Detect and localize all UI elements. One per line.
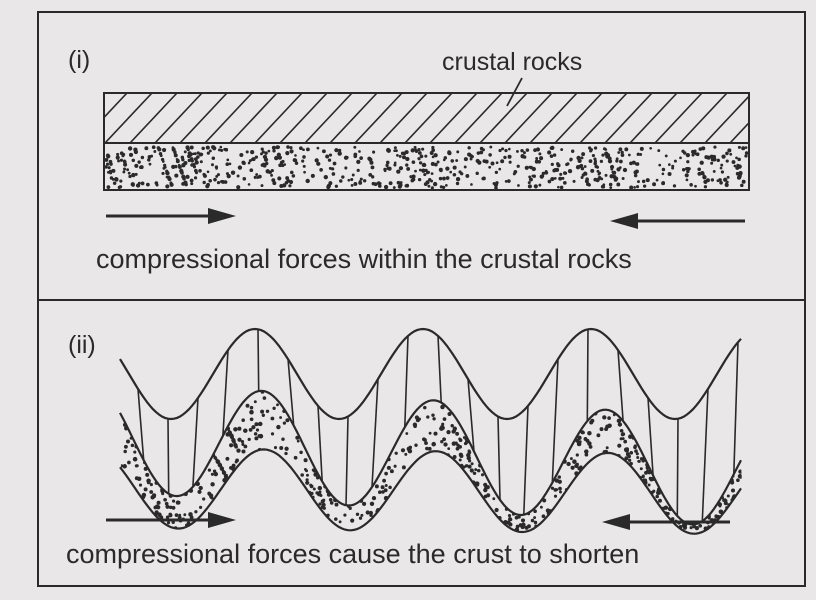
panel-i-caption: compressional forces within the crustal … [96,244,632,274]
folded-crust-layer-boundary [120,391,741,525]
folded-dotted-layer-fill [120,390,743,532]
panel-ii-label: (ii) [68,331,96,359]
panel-ii: (ii) compressional forces cause the crus… [66,329,743,569]
crustal-rock-layer-hatching [80,93,816,143]
arrow-right-i [106,208,236,224]
dotted-rock-layer-fill [104,145,748,190]
panel-i-label: (i) [68,46,90,74]
crustal-rock-layer [104,93,749,143]
arrow-left-i [610,213,745,229]
panel-ii-caption: compressional forces cause the crust to … [66,539,639,569]
crustal-rocks-label: crustal rocks [442,48,582,76]
panel-i: (i) crustal rocks compressional forces w… [68,46,816,274]
